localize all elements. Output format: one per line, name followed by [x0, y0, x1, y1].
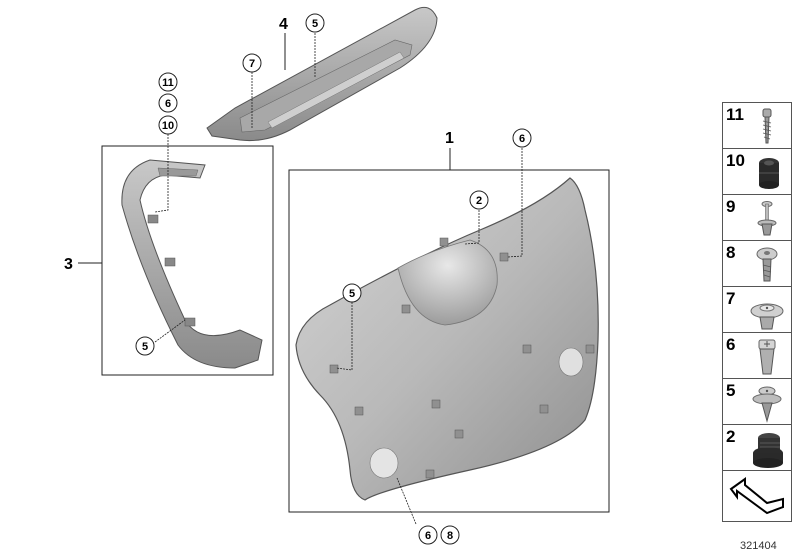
- svg-text:5: 5: [349, 288, 355, 300]
- main-panel-frame: [288, 148, 610, 513]
- callout-side-trim-6[interactable]: 6: [158, 93, 178, 113]
- upper-trim-part[interactable]: [206, 6, 438, 141]
- legend-item-8[interactable]: 8: [723, 241, 791, 287]
- legend-number: 6: [726, 335, 736, 354]
- callout-main-panel-8[interactable]: 8: [440, 525, 460, 545]
- fir-tree-clip-icon: [747, 383, 787, 423]
- leader-lines: [154, 33, 523, 525]
- callout-main-panel-2[interactable]: 2: [469, 190, 489, 210]
- legend-item-7[interactable]: 7: [723, 287, 791, 333]
- legend-number: 10: [726, 151, 745, 170]
- legend-number: 5: [726, 381, 736, 400]
- push-clip-icon: [747, 291, 787, 331]
- legend-number: 9: [726, 197, 736, 216]
- part-label-4: 4: [279, 16, 288, 33]
- legend-item-11[interactable]: 11: [723, 103, 791, 149]
- callout-main-panel-6b[interactable]: 6: [418, 525, 438, 545]
- legend-number: 7: [726, 289, 736, 308]
- square-clip-icon: [747, 337, 787, 377]
- direction-arrow-icon: [727, 477, 787, 517]
- callout-main-panel-6[interactable]: 6: [512, 128, 532, 148]
- callout-side-trim-10[interactable]: 10: [158, 115, 178, 135]
- svg-text:6: 6: [425, 530, 431, 542]
- legend-item-6[interactable]: 6: [723, 333, 791, 379]
- svg-text:7: 7: [249, 58, 255, 70]
- callout-main-panel-5[interactable]: 5: [342, 283, 362, 303]
- svg-text:6: 6: [165, 98, 171, 110]
- svg-text:5: 5: [142, 341, 148, 353]
- bolt-icon: [747, 245, 787, 285]
- part-label-3: 3: [64, 256, 73, 273]
- legend-item-9[interactable]: 9: [723, 195, 791, 241]
- diagram-id: 321404: [740, 540, 777, 552]
- svg-text:8: 8: [447, 530, 453, 542]
- svg-text:5: 5: [312, 18, 318, 30]
- callout-upper-trim-5[interactable]: 5: [305, 13, 325, 33]
- grommet-icon: [747, 153, 787, 193]
- svg-text:6: 6: [519, 133, 525, 145]
- screw-icon: [747, 107, 787, 147]
- main-panel-part[interactable]: [295, 177, 599, 501]
- expansion-rivet-icon: [747, 199, 787, 239]
- legend-number: 11: [726, 105, 744, 124]
- legend-number: 8: [726, 243, 736, 262]
- callout-upper-trim-7[interactable]: 7: [242, 53, 262, 73]
- callout-side-trim-5[interactable]: 5: [135, 336, 155, 356]
- parts-legend: 11 10 9 8 7 6 5: [722, 102, 792, 522]
- callout-side-trim-11[interactable]: 11: [158, 72, 178, 92]
- svg-text:11: 11: [162, 77, 174, 89]
- legend-item-10[interactable]: 10: [723, 149, 791, 195]
- legend-item-2[interactable]: 2: [723, 425, 791, 471]
- legend-item-5[interactable]: 5: [723, 379, 791, 425]
- part-label-1: 1: [445, 130, 454, 147]
- legend-number: 2: [726, 427, 736, 446]
- legend-item-arrow[interactable]: [723, 471, 791, 521]
- svg-text:10: 10: [162, 120, 174, 132]
- side-trim-frame: [78, 145, 274, 376]
- svg-text:2: 2: [476, 195, 482, 207]
- rubber-plug-icon: [747, 429, 787, 469]
